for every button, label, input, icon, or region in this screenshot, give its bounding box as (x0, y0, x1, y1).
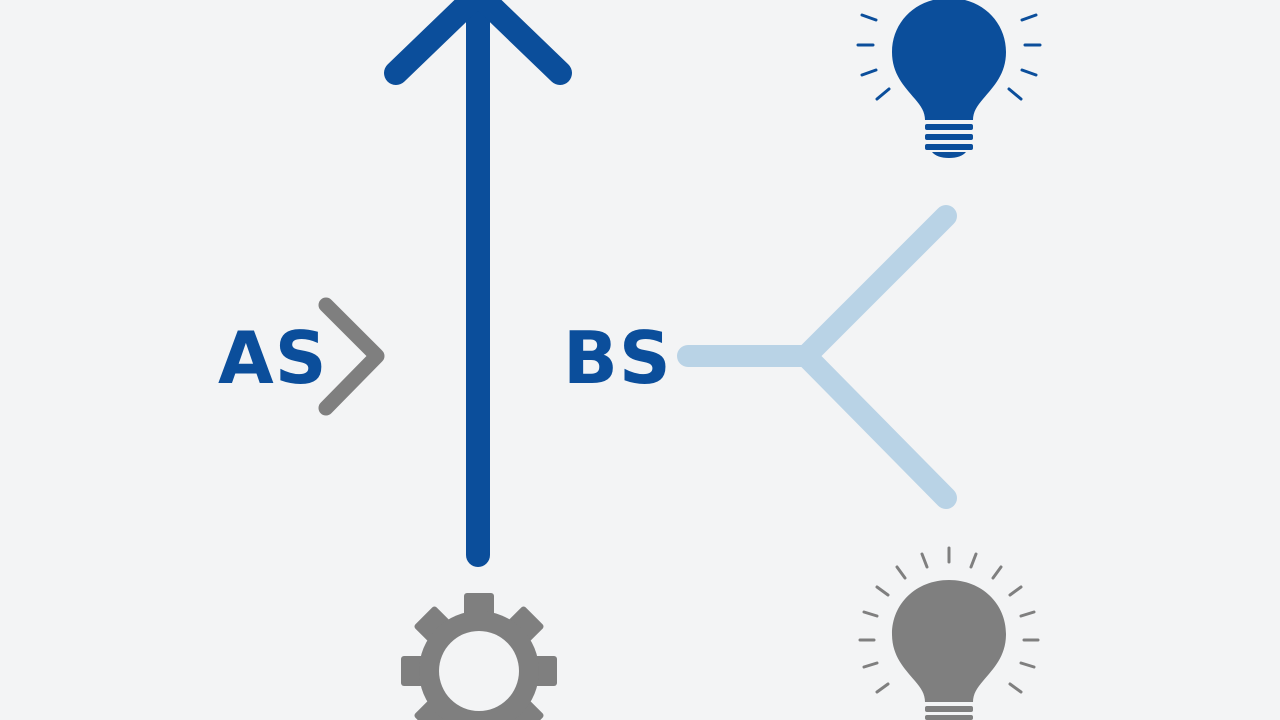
lightbulb-icon-bottom (858, 546, 1040, 720)
bs-label: BS (563, 316, 672, 400)
gear-icon (401, 593, 557, 720)
lightbulb-icon-top (856, 0, 1042, 158)
arrow-up-icon (384, 0, 572, 567)
fork-icon (677, 205, 957, 509)
as-label: AS (218, 316, 328, 400)
chevron-right-icon (318, 297, 385, 416)
